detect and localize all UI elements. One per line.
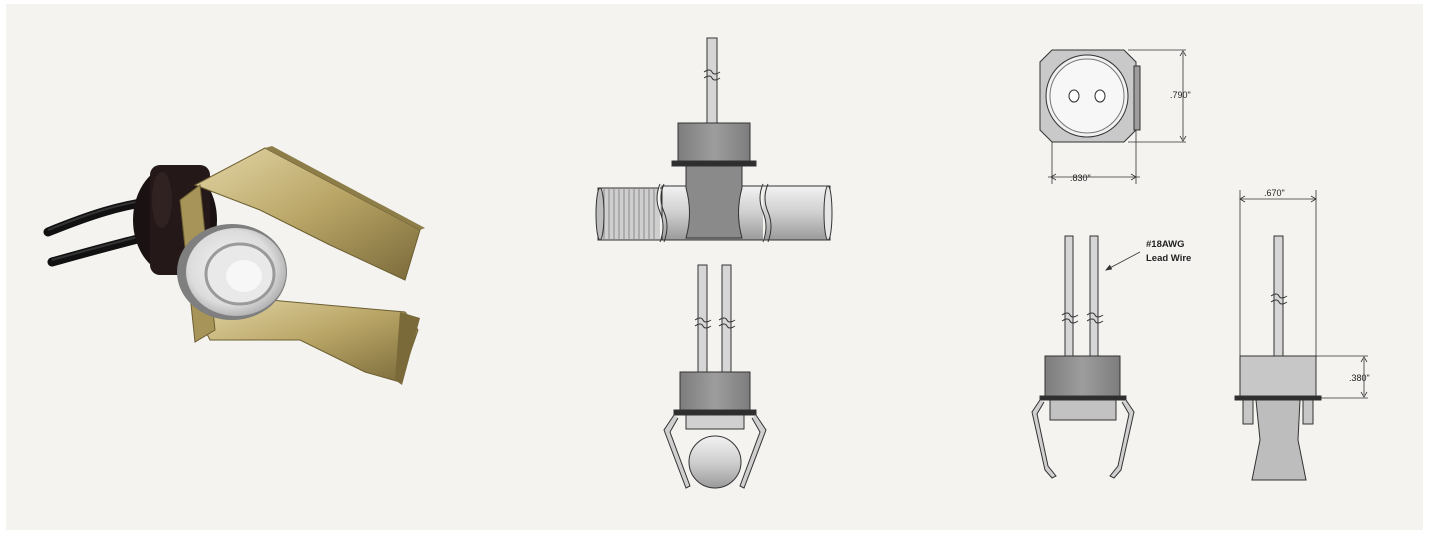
lead-wire-callout bbox=[1105, 251, 1141, 271]
thermostat-photo bbox=[43, 146, 425, 385]
top-view bbox=[1039, 49, 1141, 143]
pipe-mount-side-view bbox=[595, 37, 833, 243]
lead-wire-label-line1: #18AWG bbox=[1146, 239, 1185, 250]
lead-wire-label-line2: Lead Wire bbox=[1146, 253, 1191, 264]
dimension-height-label: .790" bbox=[1170, 90, 1191, 100]
pipe-threaded-end bbox=[595, 187, 663, 241]
dimension-clip-width-label: .670" bbox=[1264, 188, 1285, 198]
dimension-body-height-label: .380" bbox=[1349, 373, 1370, 383]
front-view bbox=[1031, 235, 1135, 479]
side-view-dimensions bbox=[1239, 190, 1368, 399]
sensing-disc bbox=[177, 224, 287, 320]
pipe-mount-end-view bbox=[663, 264, 767, 489]
top-view-dimensions bbox=[1048, 49, 1187, 184]
side-view bbox=[1234, 235, 1322, 481]
dimension-width-label: .830" bbox=[1070, 173, 1091, 183]
mounting-clip bbox=[179, 146, 425, 385]
